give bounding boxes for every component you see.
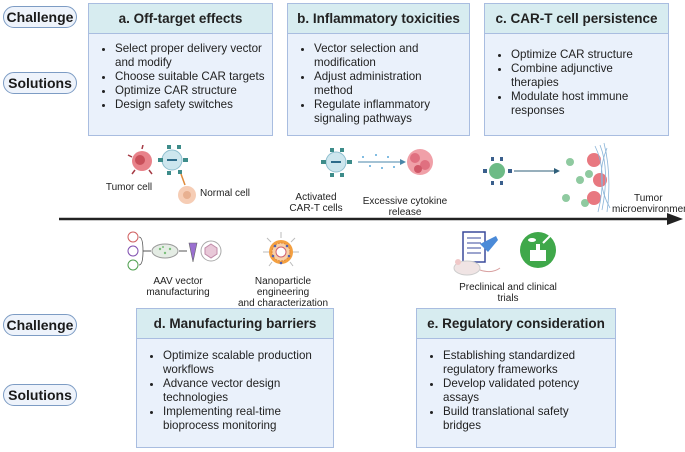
tumor-microenvironment-icon <box>483 142 611 213</box>
activated-cart-label: Activated CAR-T cells <box>286 192 346 214</box>
solution-item: Select proper delivery vector and modify <box>115 42 266 70</box>
solution-item: Establishing standardized regulatory fra… <box>443 349 609 377</box>
label-line: Nanoparticle engineering <box>254 276 312 298</box>
box-title: a. Off-target effects <box>89 4 272 34</box>
box-inflammatory-toxicities: b. Inflammatory toxicities Vector select… <box>287 3 470 136</box>
label-line: CAR-T cells <box>289 203 343 214</box>
nanoparticle-label: Nanoparticle engineering and characteriz… <box>228 276 338 309</box>
label-line: Excessive cytokine <box>362 196 448 207</box>
challenge-label-bottom: Challenge <box>3 314 77 336</box>
nanoparticle-icon <box>263 232 299 267</box>
box-off-target-effects: a. Off-target effects Select proper deli… <box>88 3 273 136</box>
label-line: AAV vector <box>153 276 203 287</box>
box-title: b. Inflammatory toxicities <box>288 4 469 34</box>
clinical-trials-icon <box>453 231 556 276</box>
cart-off-target-icon <box>127 145 196 204</box>
solution-item: Advance vector design technologies <box>163 377 327 405</box>
solution-item: Combine adjunctive therapies <box>511 62 662 90</box>
cytokine-release-label: Excessive cytokine release <box>360 196 450 218</box>
solution-item: Design safety switches <box>115 98 266 112</box>
challenge-label-top: Challenge <box>3 6 77 28</box>
solution-item: Build translational safety bridges <box>443 405 609 433</box>
label-line: Activated <box>295 192 337 203</box>
label-line: release <box>388 207 422 218</box>
tme-label: Tumor microenvironment <box>612 193 685 215</box>
label-line: microenvironment <box>612 204 685 215</box>
solution-item: Adjust administration method <box>314 70 463 98</box>
aav-label: AAV vector manufacturing <box>138 276 218 298</box>
solution-item: Optimize CAR structure <box>115 84 266 98</box>
solution-item: Choose suitable CAR targets <box>115 70 266 84</box>
timeline-arrow <box>59 213 683 225</box>
box-manufacturing-barriers: d. Manufacturing barriers Optimize scala… <box>136 308 334 448</box>
label-line: manufacturing <box>146 287 210 298</box>
box-title: d. Manufacturing barriers <box>137 309 333 339</box>
box-regulatory-consideration: e. Regulatory consideration Establishing… <box>416 308 616 448</box>
solution-item: Modulate host immune responses <box>511 90 662 118</box>
solutions-label-bottom: Solutions <box>3 384 77 406</box>
label-line: and characterization <box>237 298 329 309</box>
solution-item: Vector selection and modification <box>314 42 463 70</box>
box-title: e. Regulatory consideration <box>417 309 615 339</box>
box-title: c. CAR-T cell persistence <box>485 4 668 34</box>
solution-item: Optimize CAR structure <box>511 48 662 62</box>
trials-label: Preclinical and clinical trials <box>459 282 557 304</box>
solution-item: Implementing real-time bioprocess monito… <box>163 405 327 433</box>
aav-manufacturing-icon <box>127 231 222 271</box>
solution-item: Develop validated potency assays <box>443 377 609 405</box>
tumor-cell-label: Tumor cell <box>105 182 153 193</box>
label-line: Tumor <box>634 193 663 204</box>
solution-item: Regulate inflammatory signaling pathways <box>314 98 463 126</box>
box-cart-persistence: c. CAR-T cell persistence Optimize CAR s… <box>484 3 669 136</box>
cytokine-release-icon <box>321 148 433 177</box>
solutions-label-top: Solutions <box>3 72 77 94</box>
normal-cell-label: Normal cell <box>200 188 251 199</box>
solution-item: Optimize scalable production workflows <box>163 349 327 377</box>
